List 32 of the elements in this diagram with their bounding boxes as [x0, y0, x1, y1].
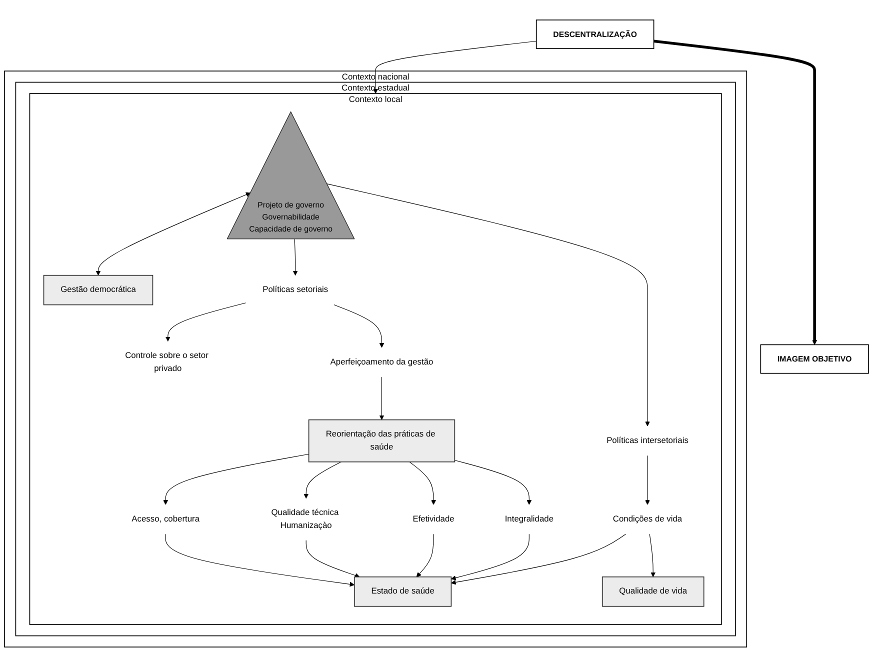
arrow — [379, 376, 384, 420]
arrow — [654, 40, 818, 345]
arrow — [326, 184, 650, 426]
arrow — [334, 304, 384, 348]
arrow — [649, 534, 656, 578]
node-text: Qualidade técnica Humanizaçào — [271, 508, 339, 530]
arrow — [454, 460, 532, 505]
arrow — [409, 462, 436, 505]
node-box: Estado de saúde — [354, 576, 452, 607]
arrow — [165, 302, 246, 342]
node-text: Controle sobre o setor privado — [125, 350, 208, 373]
node-text: Políticas setoriais — [262, 284, 328, 294]
arrow — [96, 192, 251, 276]
node-box: Qualidade de vida — [602, 576, 704, 607]
arrow — [306, 540, 360, 578]
arrow — [292, 238, 298, 276]
node-box: Gestão democrática — [43, 274, 154, 306]
node-text: Condições de vida — [612, 514, 682, 524]
arrow — [304, 462, 342, 499]
node-text: Integralidade — [504, 514, 554, 524]
node-text: Acesso, cobertura — [132, 514, 200, 524]
node-text: Políticas intersetoriais — [606, 436, 688, 446]
node-text: Efetividade — [412, 514, 454, 524]
node-text: Aperfeiçoamento da gestão — [330, 357, 434, 367]
arrow — [163, 454, 310, 505]
arrow — [451, 534, 626, 585]
node-box: Reorientação das práticas de saúde — [308, 419, 456, 462]
arrow — [645, 455, 650, 505]
arrow — [451, 534, 530, 580]
arrow — [416, 534, 434, 578]
arrow — [165, 534, 355, 587]
arrow — [373, 40, 537, 94]
